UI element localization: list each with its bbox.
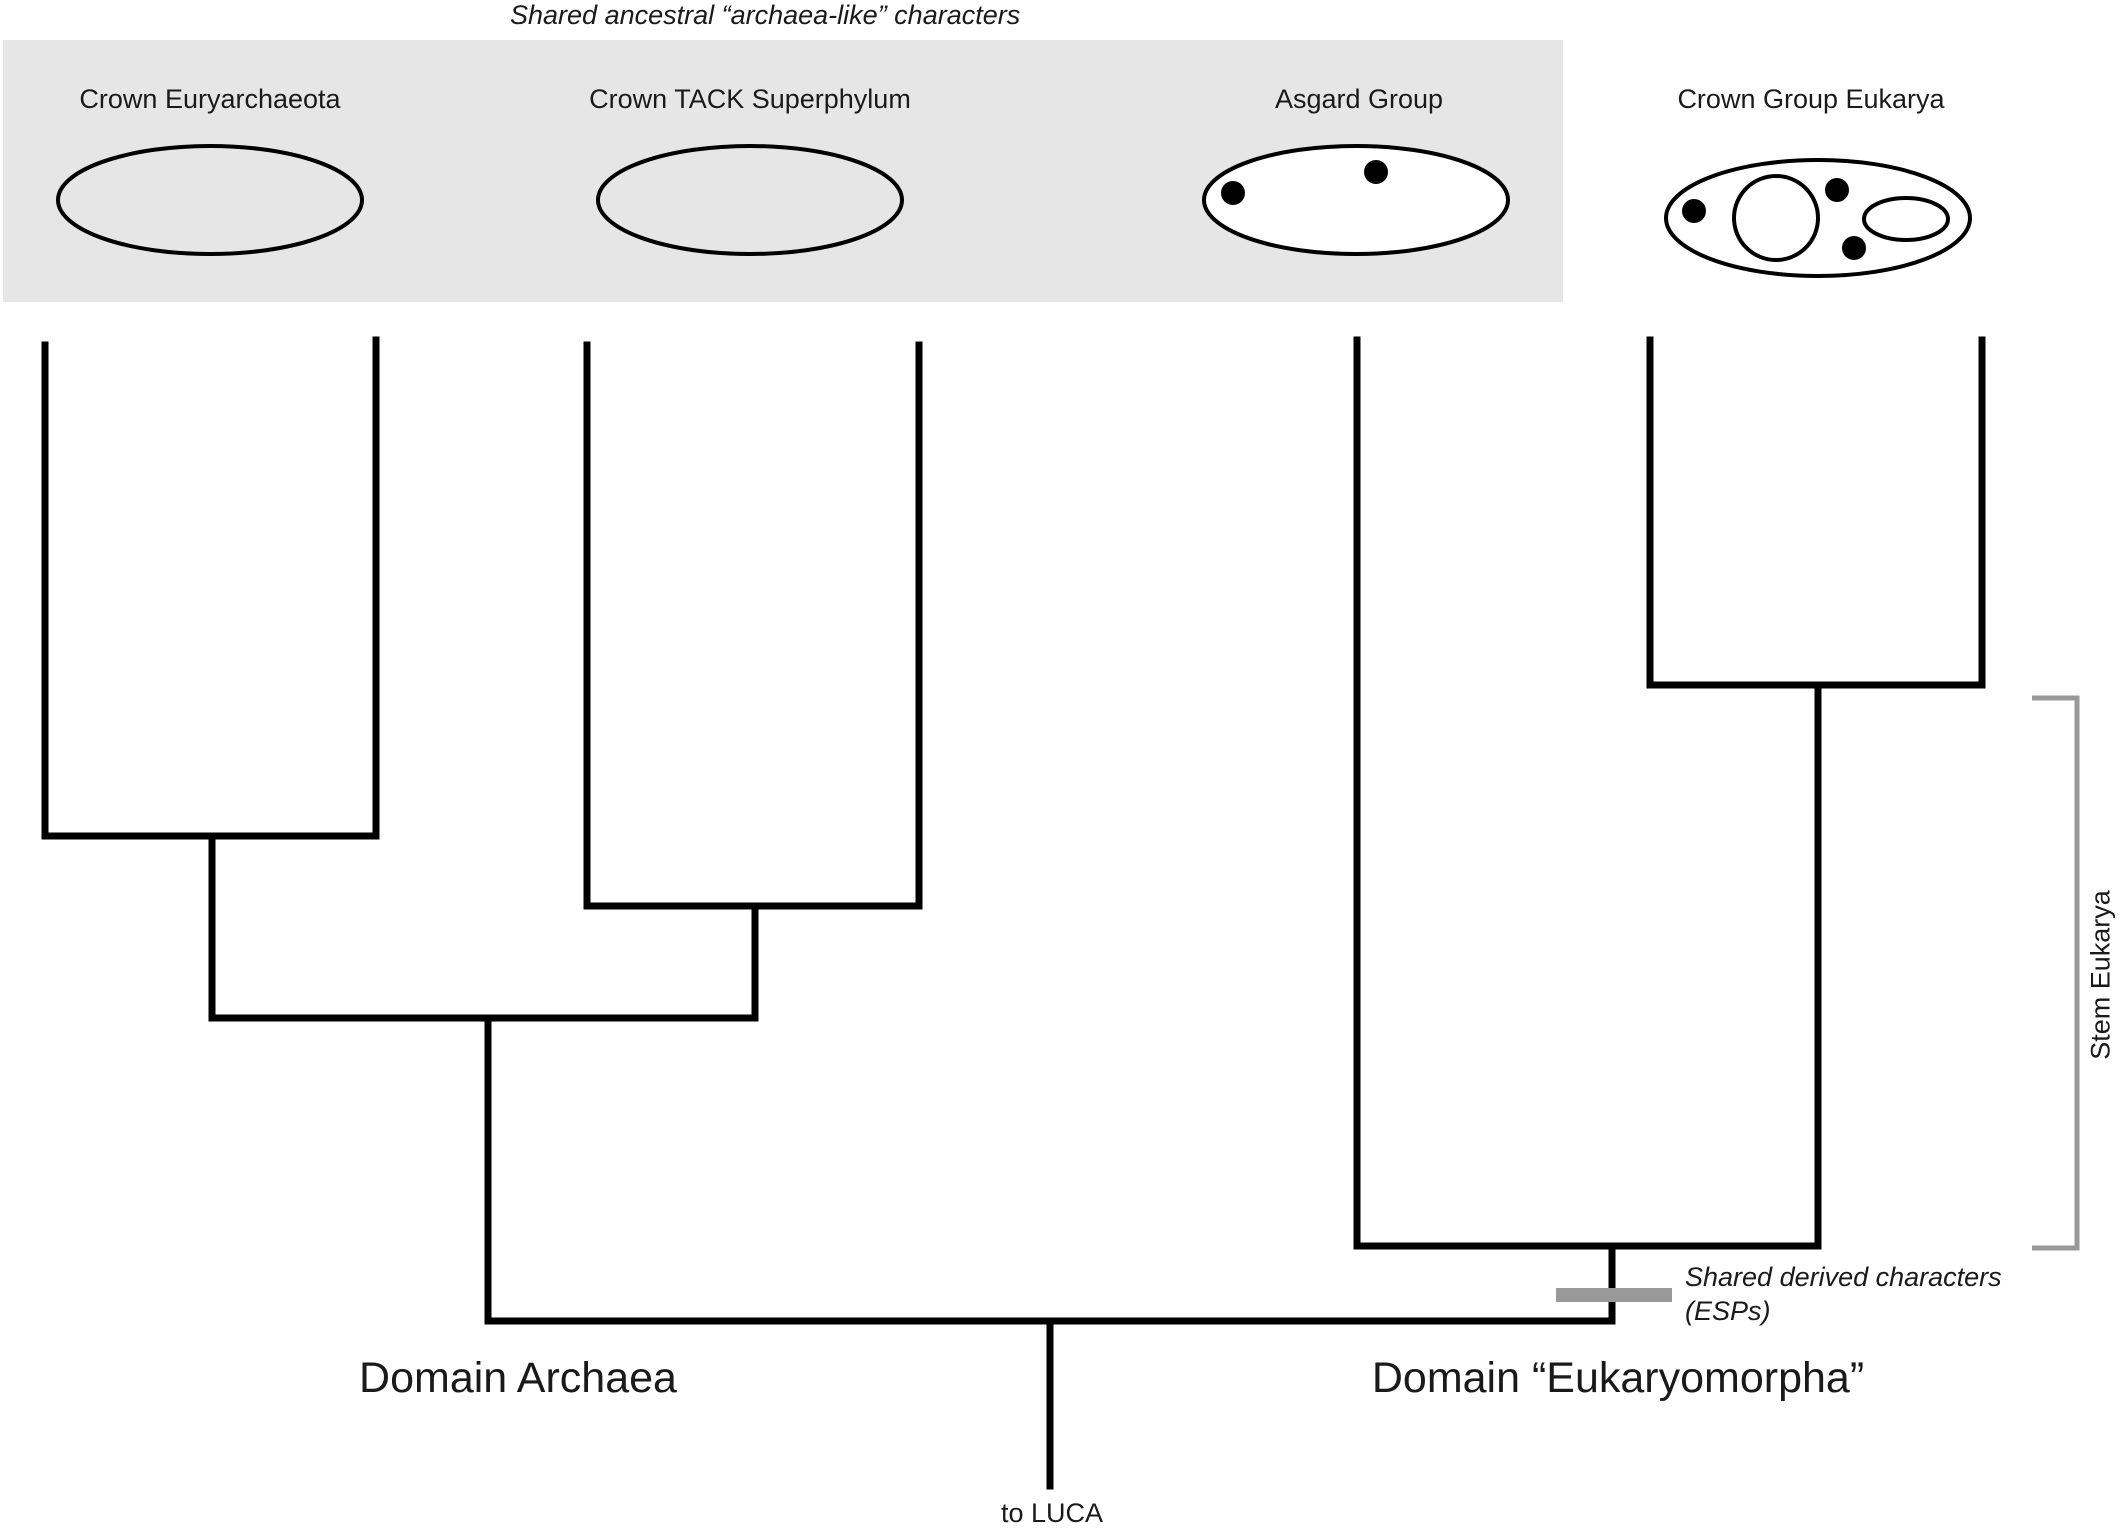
domain-archaea-label: Domain Archaea xyxy=(359,1354,677,1402)
shared-ancestral-label: Shared ancestral “archaea-like” characte… xyxy=(510,0,1021,30)
eukaryotic-cell-icon xyxy=(1664,158,1972,278)
cell-with-two-dots-icon xyxy=(1202,144,1510,256)
stem-eukarya-bracket xyxy=(2032,695,2080,1251)
empty-cell-icon xyxy=(596,144,904,256)
taxon-label-crown-eukarya: Crown Group Eukarya xyxy=(1677,84,1945,114)
tack-clade-branch xyxy=(583,341,923,910)
crown-eukarya-clade-branch xyxy=(1646,336,1986,689)
domain-eukaryomorpha-label: Domain “Eukaryomorpha” xyxy=(1371,1354,1865,1402)
to-luca-label: to LUCA xyxy=(1000,1498,1104,1528)
euryarchaeota-clade-branch xyxy=(41,336,380,840)
shared-derived-label-line1: Shared derived characters xyxy=(1685,1262,2002,1292)
empty-cell-icon xyxy=(56,144,364,256)
taxon-label-asgard: Asgard Group xyxy=(1274,84,1444,114)
phylogenetic-tree xyxy=(41,336,1986,1490)
taxon-label-tack: Crown TACK Superphylum xyxy=(589,84,911,114)
stem-eukarya-label: Stem Eukarya xyxy=(2085,890,2116,1060)
taxon-label-euryarchaeota: Crown Euryarchaeota xyxy=(79,84,341,114)
asgard-branch xyxy=(1353,336,1822,1250)
shared-derived-label-line2: (ESPs) xyxy=(1685,1296,1771,1326)
